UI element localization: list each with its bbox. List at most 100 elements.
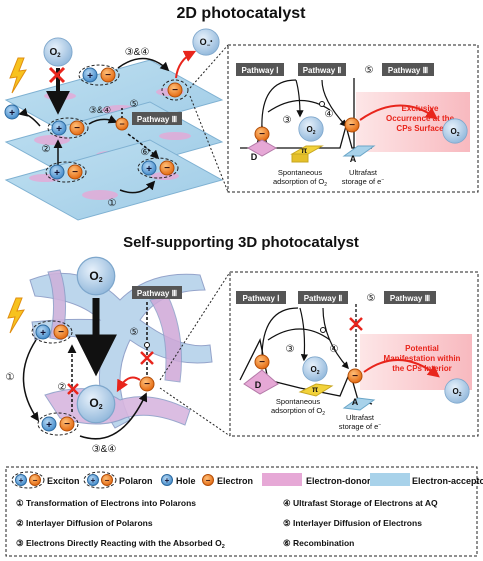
step-2-label: ② <box>42 144 51 155</box>
svg-text:O−•: O−• <box>200 37 213 49</box>
svg-text:Occurrence at the: Occurrence at the <box>386 114 455 123</box>
svg-text:Pathway Ⅰ: Pathway Ⅰ <box>241 66 278 75</box>
transform-arrow <box>119 180 156 194</box>
zoom-line <box>159 271 231 381</box>
svg-text:Ultrafast: Ultrafast <box>346 413 375 422</box>
svg-text:the CPs Interior: the CPs Interior <box>392 364 452 373</box>
electron-icon <box>167 82 183 98</box>
interior-reaction-arrow-box <box>363 359 440 378</box>
interior-reaction-arrow <box>116 376 141 393</box>
svg-text:A: A <box>352 397 359 407</box>
legend-acceptor: Electron-acceptor <box>370 473 483 486</box>
svg-text:+: + <box>87 71 93 82</box>
svg-text:−: − <box>164 163 170 174</box>
svg-text:Ultrafast: Ultrafast <box>349 168 378 177</box>
legend-step-2: ② Interlayer Diffusion of Polarons <box>16 518 153 528</box>
svg-text:π: π <box>301 146 307 155</box>
svg-text:−: − <box>58 327 64 338</box>
acceptor-block-3d <box>342 397 376 411</box>
svg-text:−: − <box>105 476 110 485</box>
svg-text:Pathway Ⅲ: Pathway Ⅲ <box>137 289 177 298</box>
step-5-label-box3d: ⑤ <box>367 293 376 304</box>
arrow-34-3d <box>79 392 148 440</box>
svg-text:Spontaneous: Spontaneous <box>278 168 322 177</box>
step-6-label: ⑥ <box>141 147 150 158</box>
step-34-label-3d: ③&④ <box>92 444 117 455</box>
svg-text:Electron-acceptor: Electron-acceptor <box>412 476 483 486</box>
pathway-1-tag-3d <box>236 291 286 304</box>
svg-text:Manifestation within: Manifestation within <box>384 354 461 363</box>
electron-icon <box>254 354 270 370</box>
svg-text:−: − <box>352 371 358 382</box>
svg-text:Pathway Ⅱ: Pathway Ⅱ <box>303 66 342 75</box>
pi-block-3d <box>298 383 334 397</box>
step-4-label: ④ <box>325 109 334 120</box>
svg-text:O2: O2 <box>306 125 315 136</box>
legend-step-5: ⑤ Interlayer Diffusion of Electrons <box>283 518 422 528</box>
legend-electron: − Electron <box>202 474 253 486</box>
polaron-top: − <box>161 79 189 101</box>
svg-text:adsorption of O2: adsorption of O2 <box>271 406 325 417</box>
sheet-bottom <box>4 139 224 221</box>
svg-text:Pathway Ⅰ: Pathway Ⅰ <box>242 294 279 303</box>
svg-text:−: − <box>259 129 265 140</box>
donor-patch <box>34 135 70 145</box>
svg-text:−: − <box>119 119 124 129</box>
exciton-3d-lower: + − <box>37 412 79 436</box>
step-1-label-3d: ① <box>6 372 15 383</box>
svg-text:Pathway Ⅲ: Pathway Ⅲ <box>137 115 177 124</box>
legend-hole: + Hole <box>161 474 196 486</box>
step-5-label: ⑤ <box>130 99 139 110</box>
svg-text:O2: O2 <box>89 269 102 284</box>
svg-text:−: − <box>33 476 38 485</box>
exciton-top: + − <box>78 64 120 86</box>
o2-molecule-3d-top: O2 <box>76 256 116 296</box>
donor-block <box>246 139 278 157</box>
svg-text:+: + <box>46 420 52 431</box>
svg-text:O2: O2 <box>310 365 319 376</box>
svg-text:+: + <box>91 476 96 485</box>
svg-text:CPs Surface: CPs Surface <box>396 124 444 133</box>
svg-text:Pathway Ⅱ: Pathway Ⅱ <box>304 294 343 303</box>
surface-reaction-arrow <box>359 104 438 121</box>
svg-text:Pathway Ⅲ: Pathway Ⅲ <box>390 294 430 303</box>
svg-text:−: − <box>105 70 111 81</box>
legend-donor: Electron-donor <box>262 473 371 486</box>
polaron-middle: + − <box>47 117 89 139</box>
title-2d: 2D photocatalyst <box>177 5 307 22</box>
svg-text:Hole: Hole <box>176 476 196 486</box>
svg-text:−: − <box>74 123 80 134</box>
electron-3d: − <box>139 376 155 392</box>
svg-text:Exciton: Exciton <box>47 476 80 486</box>
transform-arrow-3d <box>22 339 40 422</box>
step-3-label-3d: ③ <box>286 344 295 355</box>
svg-text:−: − <box>172 85 178 96</box>
electron-middle: − <box>115 117 129 131</box>
svg-text:O2: O2 <box>452 387 461 398</box>
svg-text:+: + <box>165 476 170 485</box>
junction-node <box>319 101 325 107</box>
electron-icon <box>347 368 363 384</box>
electron-icon <box>69 120 85 136</box>
reaction-arrow <box>175 50 197 79</box>
acceptor-block <box>342 145 376 157</box>
exciton-bottom-left: + − <box>45 161 87 183</box>
svg-text:Potential: Potential <box>405 344 439 353</box>
pathway-1-curve-3d <box>261 307 299 359</box>
arrow-34 <box>117 57 170 72</box>
svg-text:D: D <box>251 152 258 162</box>
svg-text:π: π <box>312 385 318 394</box>
pathway-3-tag <box>382 63 434 76</box>
svg-text:+: + <box>19 476 24 485</box>
svg-text:A: A <box>350 154 357 164</box>
svg-text:+: + <box>54 168 60 179</box>
svg-text:D: D <box>255 380 262 390</box>
pathway-2-tag-3d <box>298 291 348 304</box>
hole-icon <box>82 67 98 83</box>
donor-patch <box>159 132 191 140</box>
network-3d <box>29 269 213 429</box>
hole-escape-arrow <box>18 107 41 127</box>
legend-step-1: ① Transformation of Electrons into Polar… <box>16 498 196 508</box>
pathway-2-curve-3d <box>267 328 331 341</box>
